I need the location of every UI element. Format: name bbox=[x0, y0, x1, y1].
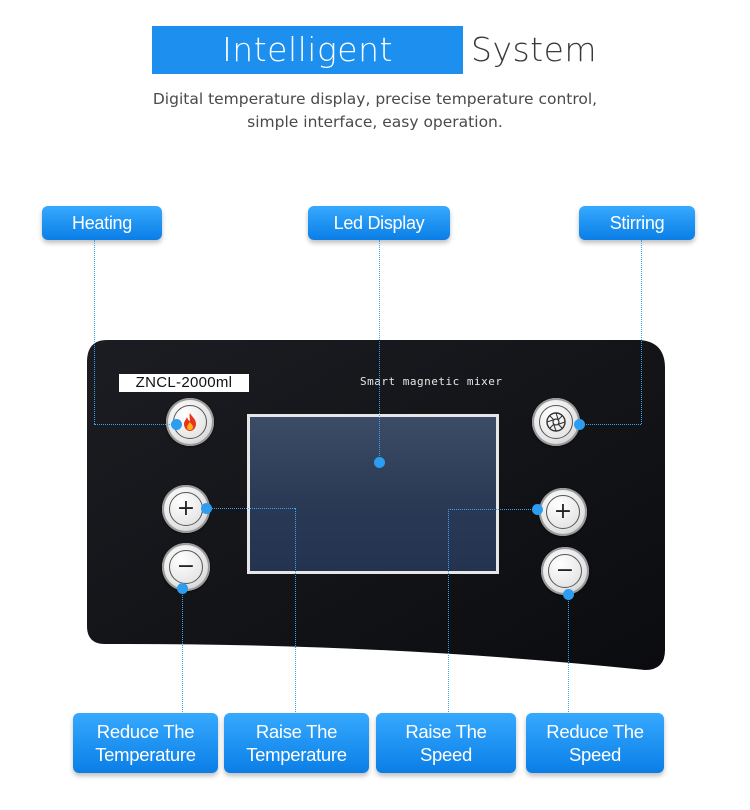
raise-temp-marker bbox=[201, 503, 212, 514]
raise-temperature-label-line-2: Temperature bbox=[246, 744, 347, 765]
raise-speed-label-line-2: Speed bbox=[420, 744, 472, 765]
plus-icon: + bbox=[546, 495, 580, 529]
plus-icon: + bbox=[169, 492, 203, 526]
minus-icon: − bbox=[169, 550, 203, 584]
stirring-icon bbox=[539, 405, 573, 439]
heating-leader-h bbox=[94, 424, 176, 425]
brand-text: Smart magnetic mixer bbox=[360, 375, 503, 388]
subtitle-line-2: simple interface, easy operation. bbox=[247, 113, 503, 131]
stirring-leader-h bbox=[579, 424, 641, 425]
raise-speed-leader bbox=[448, 509, 449, 714]
raise-speed-leader-h bbox=[448, 509, 537, 510]
reduce-temp-marker bbox=[177, 583, 188, 594]
led-display-leader bbox=[379, 240, 380, 462]
raise-speed-marker bbox=[532, 504, 543, 515]
led-display-marker bbox=[374, 457, 385, 468]
led-display-label: Led Display bbox=[308, 206, 450, 240]
stirring-leader bbox=[641, 240, 642, 424]
raise-temperature-label: Raise The Temperature bbox=[224, 713, 369, 773]
raise-speed-label: Raise The Speed bbox=[376, 713, 516, 773]
heating-leader bbox=[94, 240, 95, 424]
subtitle-line-1: Digital temperature display, precise tem… bbox=[152, 90, 598, 108]
reduce-temperature-label-line-2: Temperature bbox=[95, 744, 196, 765]
title: Intelligent Controll System bbox=[0, 26, 750, 117]
raise-temperature-label-line-1: Raise The bbox=[255, 721, 338, 742]
stirring-button[interactable] bbox=[532, 398, 580, 446]
reduce-temperature-label: Reduce The Temperature bbox=[73, 713, 218, 773]
reduce-speed-marker bbox=[563, 589, 574, 600]
stirring-label: Stirring bbox=[579, 206, 695, 240]
stirring-marker bbox=[574, 419, 585, 430]
reduce-speed-leader bbox=[568, 594, 569, 714]
reduce-speed-label-line-2: Speed bbox=[569, 744, 621, 765]
reduce-speed-button[interactable]: − bbox=[541, 547, 589, 595]
reduce-temperature-label-line-1: Reduce The bbox=[96, 721, 195, 742]
reduce-temperature-button[interactable]: − bbox=[162, 543, 210, 591]
model-tag: ZNCL-2000ml bbox=[119, 374, 249, 392]
title-rest: System bbox=[471, 30, 598, 69]
reduce-speed-label-line-1: Reduce The bbox=[546, 721, 644, 742]
heating-marker bbox=[171, 419, 182, 430]
minus-icon: − bbox=[548, 554, 582, 588]
reduce-speed-label: Reduce The Speed bbox=[526, 713, 664, 773]
heating-label: Heating bbox=[42, 206, 162, 240]
raise-temp-leader bbox=[295, 508, 296, 714]
led-display-screen bbox=[247, 414, 499, 574]
raise-speed-label-line-1: Raise The bbox=[405, 721, 487, 742]
raise-speed-button[interactable]: + bbox=[539, 488, 587, 536]
reduce-temp-leader bbox=[182, 588, 183, 714]
raise-temp-leader-h bbox=[206, 508, 295, 509]
title-highlight: Intelligent Controll bbox=[152, 26, 463, 117]
subtitle: Digital temperature display, precise tem… bbox=[0, 88, 750, 134]
